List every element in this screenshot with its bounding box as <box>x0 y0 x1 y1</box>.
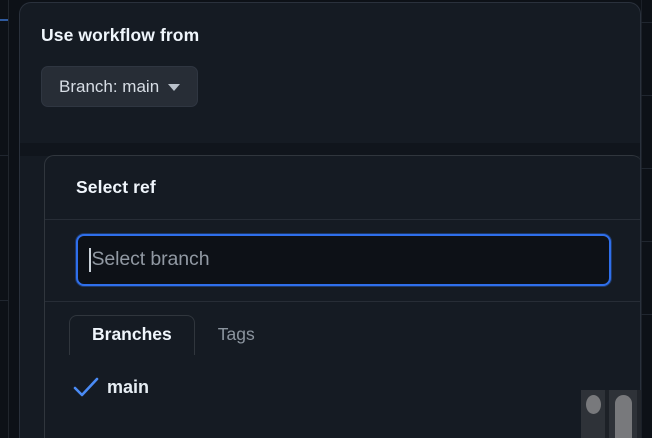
select-ref-search-row: Select branch <box>45 220 640 302</box>
background-right-divider <box>641 22 652 23</box>
scrollbar-edge <box>637 390 641 438</box>
tab-branches[interactable]: Branches <box>69 315 195 355</box>
branch-list: main <box>45 355 640 407</box>
background-rail-divider <box>0 155 8 156</box>
dialog-body: Use workflow from Branch: main <box>20 3 640 107</box>
scrollbar-gap <box>605 390 609 438</box>
list-item[interactable]: main <box>45 367 640 407</box>
tab-tags[interactable]: Tags <box>195 315 278 355</box>
dialog-separator-band <box>20 143 640 156</box>
ref-tabs: Branches Tags <box>45 302 640 355</box>
background-rail-divider <box>0 300 8 301</box>
branch-search-placeholder: Select branch <box>91 248 210 271</box>
run-workflow-dialog: Use workflow from Branch: main Select re… <box>19 2 641 438</box>
branch-select-button[interactable]: Branch: main <box>41 66 199 107</box>
tab-tags-label: Tags <box>217 324 255 344</box>
branch-select-button-label: Branch: main <box>59 77 160 96</box>
background-rail-accent <box>0 19 8 21</box>
tab-branches-label: Branches <box>92 324 172 344</box>
select-ref-popover: Select ref Select branch Branches Tags <box>44 155 640 438</box>
background-right-divider <box>641 95 652 96</box>
background-right-pane <box>641 0 652 438</box>
chevron-down-icon <box>168 84 181 91</box>
check-icon <box>69 377 107 397</box>
scrollbar-thumb-primary[interactable] <box>615 395 632 438</box>
text-cursor-icon <box>89 248 91 272</box>
select-ref-header: Select ref <box>45 156 640 220</box>
select-ref-title: Select ref <box>76 177 156 197</box>
background-right-divider <box>641 314 652 315</box>
background-right-divider <box>641 241 652 242</box>
scrollbar-thumb-secondary[interactable] <box>586 395 601 414</box>
page-title: Use workflow from <box>41 25 200 45</box>
list-item-label: main <box>107 376 150 397</box>
background-right-divider <box>641 168 652 169</box>
branch-search-input[interactable]: Select branch <box>76 234 611 286</box>
background-left-rail <box>0 0 9 438</box>
